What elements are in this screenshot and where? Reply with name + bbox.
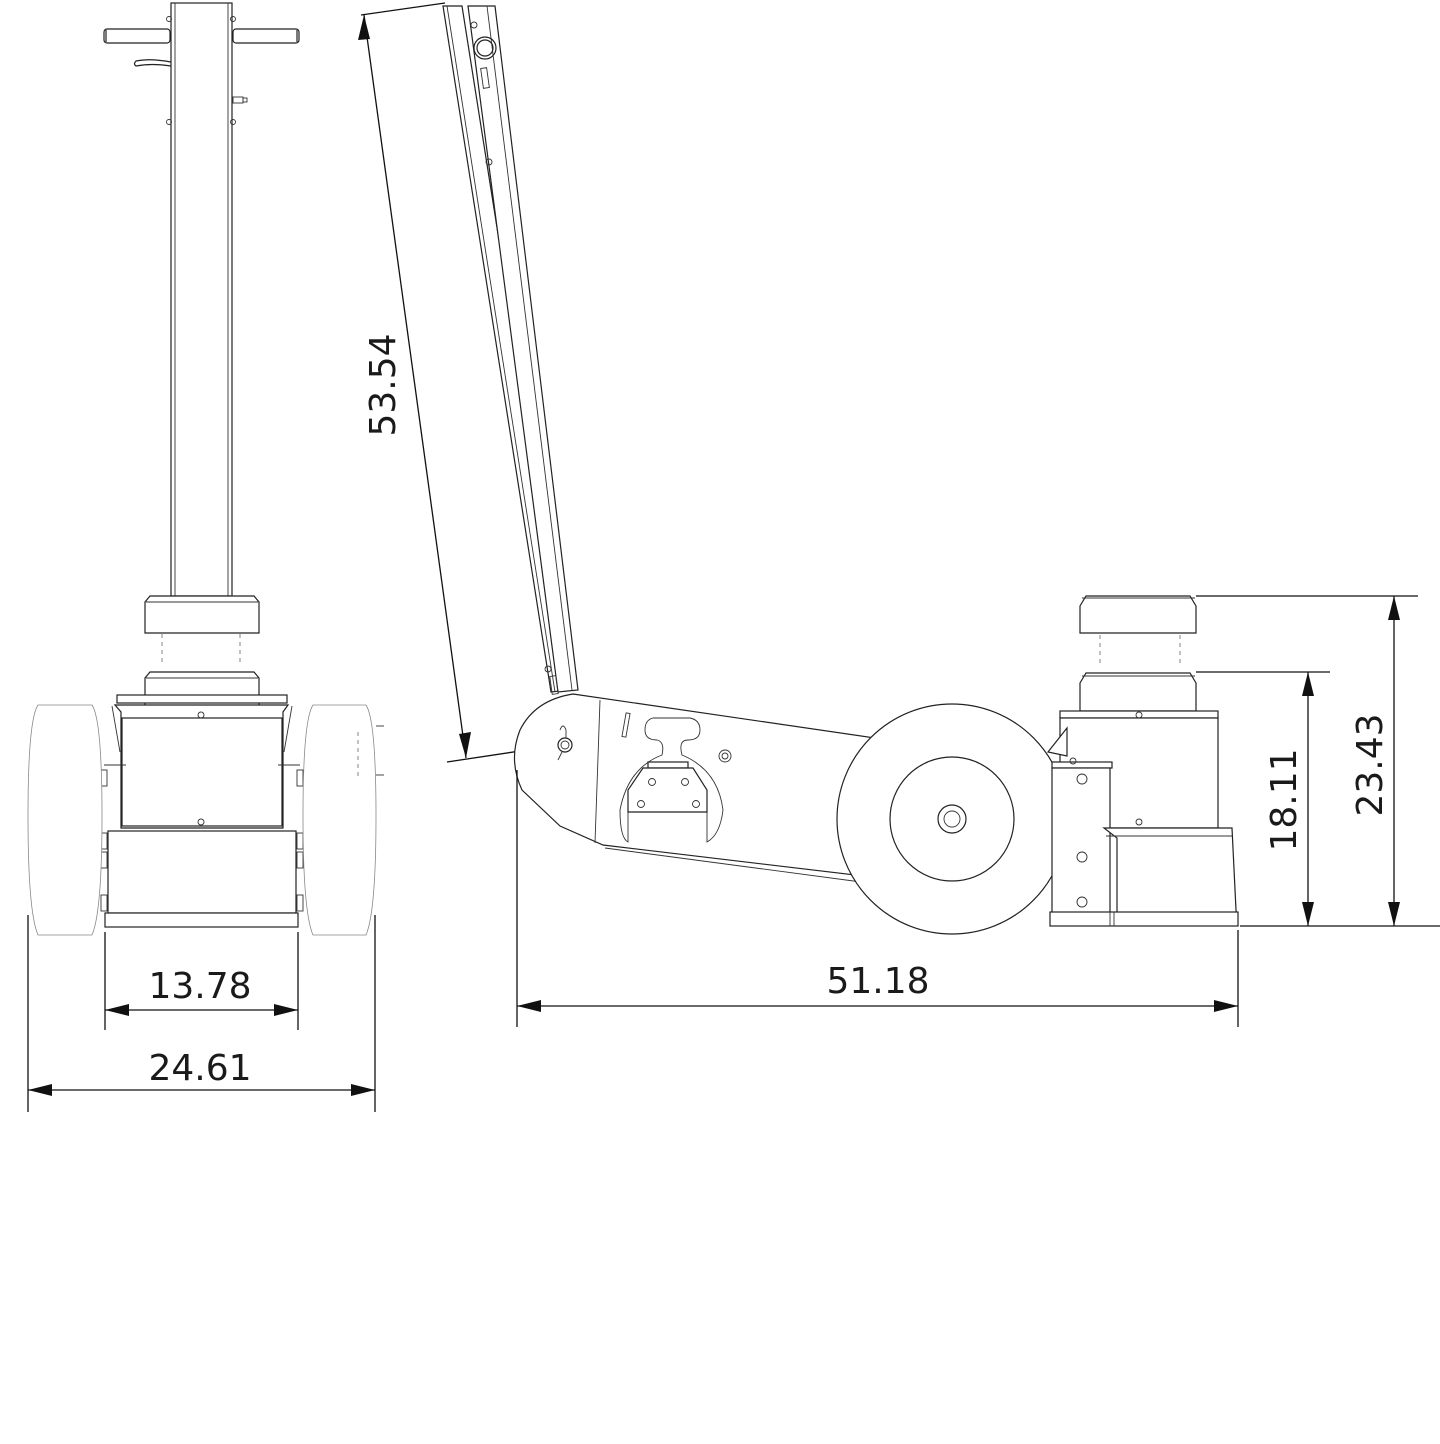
handle-column [103,2,300,597]
side-ram-assembly [1046,595,1239,927]
dimension-max-height: 23.43 [1196,595,1418,926]
side-chassis [513,693,881,885]
min-height-label: 18.11 [1264,748,1305,851]
dimension-overall-width: 24.61 [27,915,376,1112]
side-wheel [836,703,1068,935]
dimension-min-height: 18.11 [1196,671,1440,927]
right-grip-icon [232,28,300,44]
front-body [100,694,304,928]
side-handle [442,5,579,695]
overall-width-label: 24.61 [148,1048,251,1089]
max-height-label: 23.43 [1350,713,1391,816]
front-saddle-raised [144,595,260,664]
front-view: 13.78 24.61 [27,2,384,1112]
side-view: 53.54 [358,2,1440,1027]
dimension-inner-width: 13.78 [104,932,299,1030]
inner-width-label: 13.78 [148,966,251,1007]
front-saddle-lowered [144,671,260,711]
handle-length-label: 53.54 [363,333,404,436]
overall-length-label: 51.18 [826,961,929,1002]
pivot-pin-icon [557,737,573,753]
left-grip-icon [103,28,171,44]
dimension-overall-length: 51.18 [516,770,1239,1027]
front-left-wheel [27,704,103,936]
front-right-wheel [302,704,384,936]
dimension-handle-length: 53.54 [358,2,561,763]
